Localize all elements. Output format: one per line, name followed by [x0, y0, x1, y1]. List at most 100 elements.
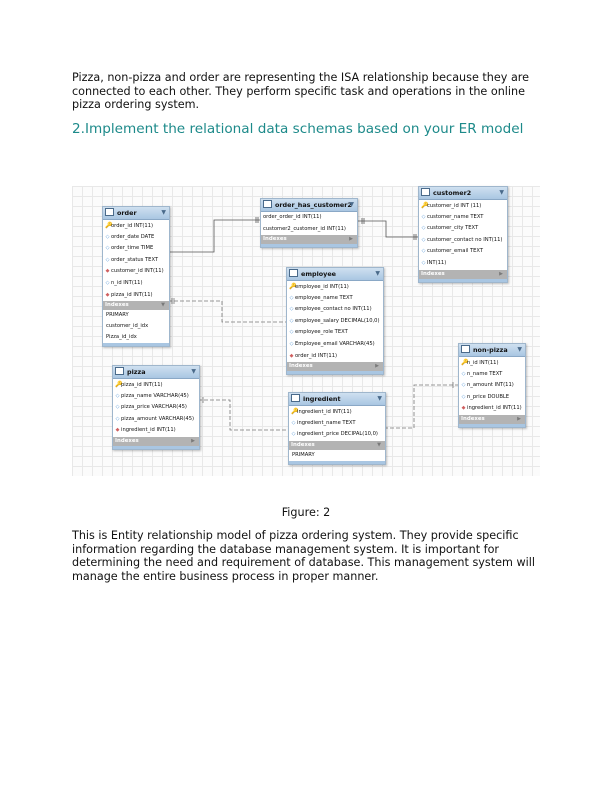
chevron-down-icon: ▼	[161, 209, 166, 216]
column-row: ◇pizza_name VARCHAR(45)	[113, 391, 199, 403]
column-row: ◇employee_role TEXT	[287, 327, 383, 339]
intro-paragraph: Pizza, non-pizza and order are represent…	[72, 71, 530, 112]
column-row: 🔑n_id INT(11)	[459, 357, 525, 369]
column-row: ◇pizza_amount VARCHAR(45)	[113, 414, 199, 426]
table-pizza: pizza▼ 🔑pizza_id INT(11) ◇pizza_name VAR…	[112, 365, 200, 450]
column-icon: ◇	[461, 382, 466, 389]
column-row: order_order_id INT(11)	[263, 214, 322, 220]
index-item: PRIMARY	[292, 451, 315, 458]
column-row: ◇n_price DOUBLE	[459, 392, 525, 404]
column-icon: ◇	[421, 236, 426, 243]
chevron-right-icon: ▶	[517, 415, 521, 422]
key-icon: 🔑	[115, 381, 123, 388]
column-row: ◇Employee_email VARCHAR(45)	[287, 339, 383, 351]
table-employee: employee▼ 🔑employee_id INT(11) ◇employee…	[286, 267, 384, 376]
foreign-key-icon: ◆	[105, 291, 110, 298]
column-row: 🔑pizza_id INT(11)	[113, 379, 199, 391]
chevron-right-icon: ▶	[191, 437, 195, 444]
column-row: ◇order_time TIME	[103, 243, 169, 255]
column-icon: ◇	[289, 329, 294, 336]
column-icon: ◇	[421, 225, 426, 232]
table-order-has-customer2: order_has_customer2▼ order_order_id INT(…	[260, 198, 358, 249]
column-icon: ◇	[289, 306, 294, 313]
column-icon: ◇	[115, 392, 120, 399]
chevron-right-icon: ▶	[499, 270, 503, 277]
column-icon: ◇	[291, 431, 296, 438]
index-item: customer_id_idx	[106, 323, 149, 330]
indexes-bar: Indexes▶	[261, 235, 357, 245]
table-icon	[263, 200, 272, 208]
column-row: ◇ingredient_name TEXT	[289, 418, 385, 430]
key-icon: 🔑	[461, 359, 469, 366]
column-row: ◇pizza_price VARCHAR(45)	[113, 402, 199, 414]
rel-order-employee	[168, 300, 286, 323]
chevron-down-icon: ▼	[499, 189, 504, 196]
column-row: 🔑customer_id INT (11)	[419, 200, 507, 212]
table-icon	[115, 367, 124, 375]
column-row: ◇employee_name TEXT	[287, 293, 383, 305]
indexes-bar: Indexes▶	[113, 436, 199, 446]
indexes-bar: Indexes▶	[459, 414, 525, 424]
table-icon	[291, 394, 300, 402]
column-row: ◇employee_contact no INT(11)	[287, 304, 383, 316]
table-non-pizza: non-pizza▼ 🔑n_id INT(11) ◇n_name TEXT ◇n…	[458, 343, 526, 428]
column-row: ◇INT(11)	[419, 258, 507, 270]
key-icon: 🔑	[421, 202, 429, 209]
section-heading: 2.Implement the relational data schemas …	[72, 121, 524, 137]
column-row: ◇n_id INT(11)	[103, 278, 169, 290]
foreign-key-icon: ◆	[289, 352, 294, 359]
chevron-down-icon: ▼	[349, 201, 354, 208]
table-customer2: customer2▼ 🔑customer_id INT (11) ◇custom…	[418, 186, 508, 283]
chevron-down-icon: ▼	[375, 270, 380, 277]
indexes-bar: Indexes▼	[289, 440, 385, 450]
column-icon: ◇	[421, 259, 426, 266]
column-row: ◇n_name TEXT	[459, 369, 525, 381]
er-diagram: order▼ 🔑order_id INT(11) ◇order_date DAT…	[72, 186, 540, 476]
table-icon	[289, 269, 298, 277]
column-row: 🔑employee_id INT(11)	[287, 281, 383, 293]
column-icon: ◇	[291, 419, 296, 426]
indexes-bar: Indexes▶	[419, 269, 507, 279]
column-icon: ◇	[289, 294, 294, 301]
rel-order-order-has-customer2	[168, 219, 260, 253]
indexes-bar: Indexes▼	[103, 301, 169, 311]
rel-pizza-ingredient	[198, 399, 288, 431]
column-row: ◇ingredient_price DECIPAL(10,0)	[289, 429, 385, 441]
column-icon: ◇	[105, 245, 110, 252]
key-icon: 🔑	[291, 408, 299, 415]
column-row: ◆order_id INT(11)	[287, 351, 383, 363]
column-row: ◇customer_name TEXT	[419, 212, 507, 224]
column-icon: ◇	[105, 233, 110, 240]
column-row: ◇customer_city TEXT	[419, 223, 507, 235]
column-row: ◆pizza_id INT(11)	[103, 290, 169, 302]
table-ingredient: ingredient▼ 🔑ingredient_id INT(11) ◇ingr…	[288, 392, 386, 465]
chevron-down-icon: ▼	[517, 346, 522, 353]
rel-ingredient-non-pizza	[384, 384, 458, 429]
index-item: PRIMARY	[106, 312, 129, 319]
column-icon: ◇	[289, 340, 294, 347]
chevron-down-icon: ▼	[377, 395, 382, 402]
key-icon: 🔑	[289, 283, 297, 290]
column-row: ◇employee_salary DECIMAL(10,0)	[287, 316, 383, 328]
column-row: 🔑order_id INT(11)	[103, 220, 169, 232]
indexes-bar: Indexes▶	[287, 362, 383, 372]
column-row: ◇n_amount INT(11)	[459, 380, 525, 392]
column-icon: ◇	[421, 213, 426, 220]
key-icon: 🔑	[105, 222, 113, 229]
column-row: ◆ingredient_id INT(11)	[113, 425, 199, 437]
table-icon	[421, 188, 430, 196]
chevron-right-icon: ▶	[375, 363, 379, 370]
column-row: ◆ingredient_id INT(11)	[459, 403, 525, 415]
column-icon: ◇	[105, 256, 110, 263]
chevron-right-icon: ▶	[349, 236, 353, 243]
closing-paragraph: This is Entity relationship model of piz…	[72, 529, 535, 583]
table-icon	[461, 345, 470, 353]
column-row: ◇customer_email TEXT	[419, 246, 507, 258]
foreign-key-icon: ◆	[461, 405, 466, 412]
relationship-lines	[168, 217, 458, 431]
column-icon: ◇	[421, 248, 426, 255]
index-item: Pizza_id_idx	[106, 334, 137, 341]
column-row: 🔑ingredient_id INT(11)	[289, 406, 385, 418]
foreign-key-icon: ◆	[105, 268, 110, 275]
column-row: ◆customer_id INT(11)	[103, 266, 169, 278]
